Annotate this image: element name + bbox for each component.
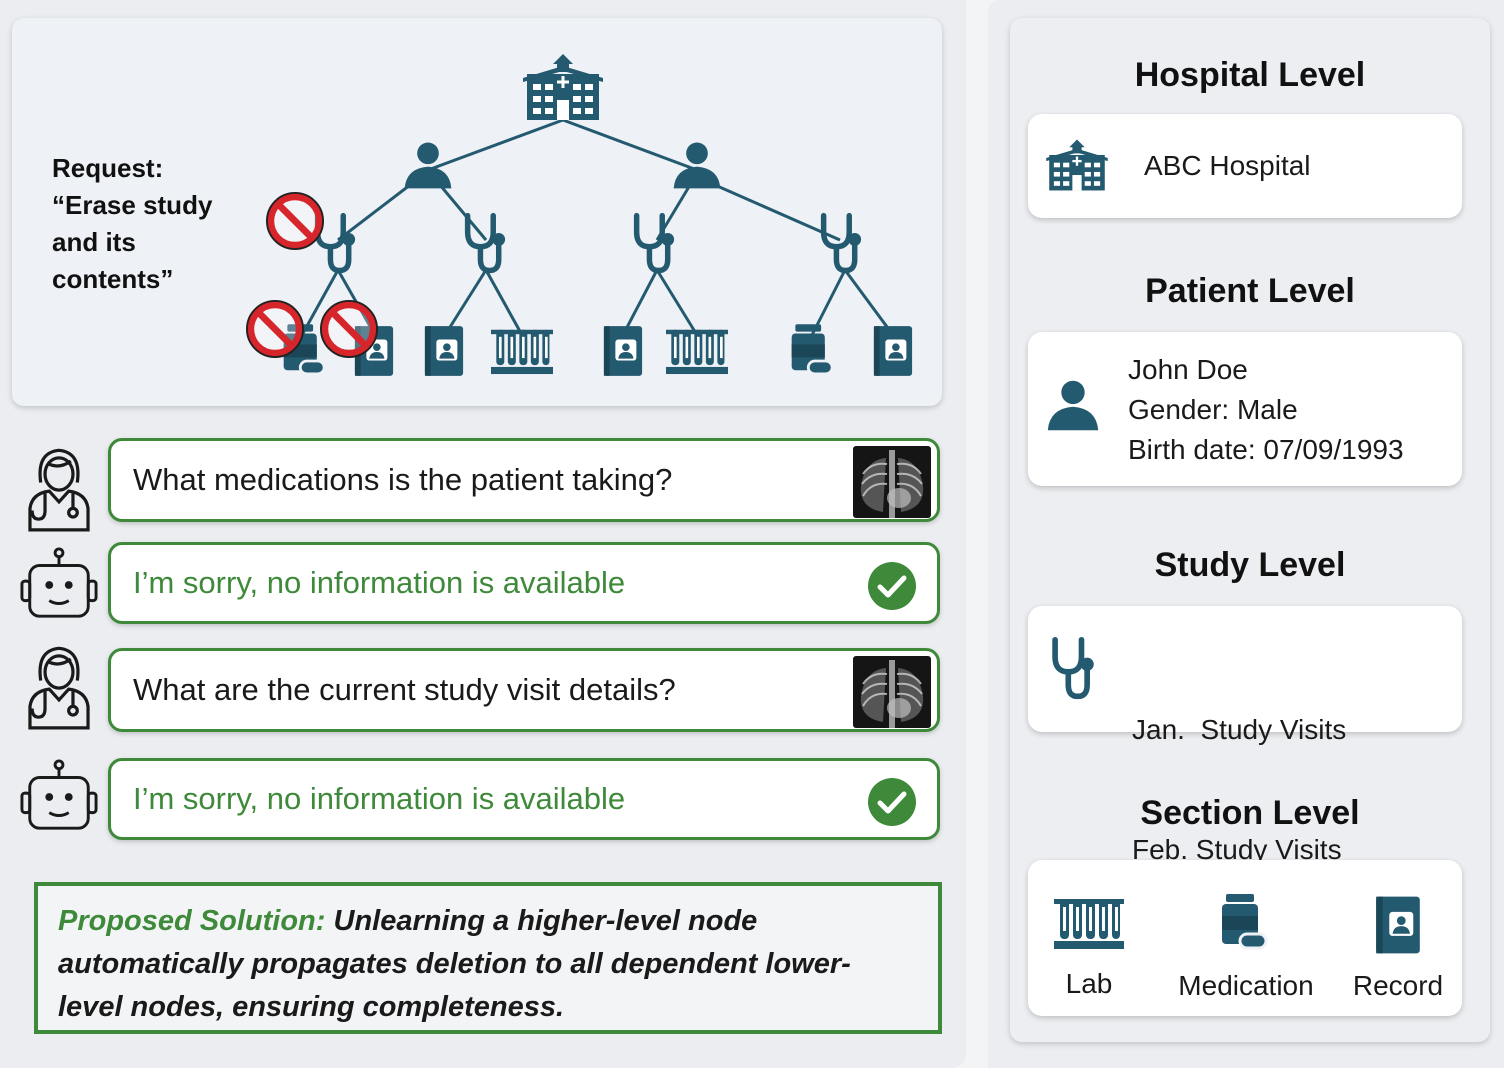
hospital-level-card: ABC Hospital [1028,114,1462,218]
solution-line: level nodes, ensuring completeness. [58,991,565,1023]
question-bubble: What medications is the patient taking? [108,438,940,522]
solution-lead: Proposed Solution: [58,905,326,937]
hospital-icon [1046,138,1108,192]
lab-icon [491,329,553,375]
hierarchy-panel [12,18,942,406]
record-icon [1374,894,1422,956]
forbidden-icon [247,301,303,357]
patient-level-title: Patient Level [1145,272,1355,310]
medication-icon [790,322,834,376]
patient-icon [1046,378,1100,432]
section-item-label: Record [1352,970,1444,1001]
hospital-level-title: Hospital Level [1134,56,1366,94]
section-item-label: Lab [1065,968,1113,999]
record-icon [424,326,464,376]
hierarchy-tree [0,54,913,376]
request-quote-line: contents” [52,264,174,294]
tree-edges [300,118,895,336]
xray-image [853,446,931,518]
stethoscope-icon [1048,636,1098,702]
answer-text: I’m sorry, no information is available [133,781,626,816]
record-icon [603,326,643,376]
study-details: Jan. Study Visits Feb. Study Visits [1132,630,1346,950]
hospital-name: ABC Hospital [1144,150,1311,181]
solution-line: automatically propagates deletion to all… [58,948,851,980]
solution-line: Unlearning a higher-level node [325,905,758,937]
answer-text: I’m sorry, no information is available [133,565,626,600]
request-text: Request: “Erase study and its contents” [52,150,252,298]
study-visit-item: Jan. Study Visits [1132,714,1347,745]
stethoscope-icon [637,216,674,271]
question-bubble: What are the current study visit details… [108,648,940,732]
request-quote-line: “Erase study [52,190,213,220]
hospital-icon [523,54,603,120]
study-level-card: Jan. Study Visits Feb. Study Visits [1028,606,1462,865]
patient-birth-date: Birth date: 07/09/1993 [1128,434,1404,465]
stethoscope-icon [824,216,861,271]
proposed-solution-box: Proposed Solution: Unlearning a higher-l… [34,882,942,1034]
answer-bubble: I’m sorry, no information is available [108,758,940,840]
forbidden-icon [267,193,323,249]
section-level-card: Lab Medication Record [1028,860,1462,1016]
medication-icon [1218,890,1268,954]
xray-image [853,656,931,728]
section-item-label: Medication [1178,970,1314,1001]
lab-icon [1054,894,1124,952]
doctor-avatar-icon [20,644,98,730]
forbidden-icon [321,301,377,357]
patient-name: John Doe [1128,354,1248,385]
record-icon [873,326,913,376]
doctor-avatar-icon [20,446,98,532]
question-text: What medications is the patient taking? [133,462,673,497]
bot-avatar-icon [20,542,98,628]
question-text: What are the current study visit details… [133,672,676,707]
patient-gender: Gender: Male [1128,394,1298,425]
lab-icon [666,329,728,375]
patient-level-card: John Doe Gender: Male Birth date: 07/09/… [1028,332,1462,486]
study-visit-item: Feb. Study Visits [1132,834,1342,865]
request-quote-line: and its [52,227,136,257]
check-icon [867,561,917,611]
patient-details: John Doe Gender: Male Birth date: 07/09/… [1128,350,1404,470]
bot-avatar-icon [20,754,98,840]
study-level-title: Study Level [1154,546,1346,584]
answer-bubble: I’m sorry, no information is available [108,542,940,624]
section-level-title: Section Level [1140,794,1360,832]
check-icon [867,777,917,827]
request-label: Request: [52,153,164,183]
